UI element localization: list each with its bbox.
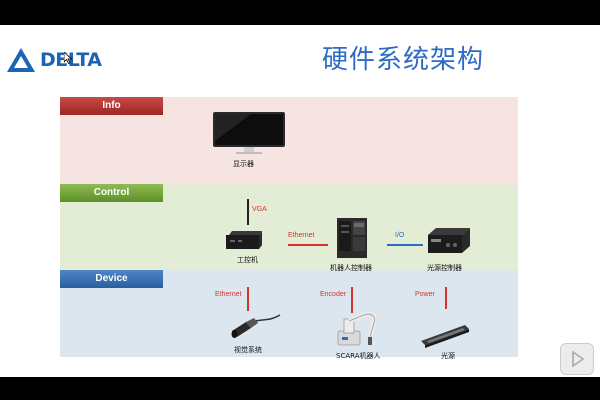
light-source-label: 光源	[441, 352, 455, 360]
light-source-icon	[421, 325, 469, 348]
ipc-robot-ethernet-line	[288, 244, 328, 246]
vga-link-line	[247, 199, 249, 225]
power-link-label: Power	[415, 291, 435, 298]
play-icon	[572, 350, 585, 368]
monitor-icon	[213, 112, 285, 154]
ipc-vision-ethernet-label: Ethernet	[215, 291, 242, 298]
presentation-slide: DELTA 硬件系统架构 Info Control Device 显示器 VGA	[0, 25, 600, 377]
light-controller-label: 光源控制器	[427, 264, 462, 272]
scara-robot-icon	[337, 311, 377, 346]
ipc-vision-ethernet-line	[247, 287, 249, 311]
delta-logo: DELTA	[6, 45, 102, 75]
robot-controller-label: 机器人控制器	[330, 264, 372, 272]
vga-link-label: VGA	[252, 206, 267, 213]
robot-controller-icon	[337, 218, 367, 258]
video-player-overlay-button[interactable]	[560, 343, 594, 375]
delta-triangle-icon	[7, 48, 35, 72]
ipc-robot-ethernet-label: Ethernet	[288, 232, 315, 239]
io-link-label: I/O	[395, 232, 405, 239]
encoder-link-line	[351, 287, 353, 313]
encoder-link-label: Encoder	[320, 291, 347, 298]
vision-camera-icon	[231, 314, 281, 338]
industrial-pc-icon	[226, 231, 262, 249]
ipc-label: 工控机	[237, 256, 258, 264]
architecture-diagram: Info Control Device 显示器 VGA 工控机 Ethernet	[60, 97, 518, 360]
io-link-line	[387, 244, 423, 246]
scara-robot-label: SCARA机器人	[336, 352, 381, 360]
info-layer-tag: Info	[60, 97, 163, 115]
control-layer-tag: Control	[60, 184, 163, 202]
slide-title: 硬件系统架构	[322, 45, 485, 75]
vision-system-label: 视觉系统	[234, 346, 262, 354]
mouse-cursor-icon	[64, 52, 72, 64]
logo-text: DELTA	[40, 49, 102, 71]
light-controller-icon	[428, 228, 470, 253]
monitor-label: 显示器	[233, 160, 254, 168]
device-layer-tag: Device	[60, 270, 163, 288]
power-link-line	[445, 287, 447, 309]
